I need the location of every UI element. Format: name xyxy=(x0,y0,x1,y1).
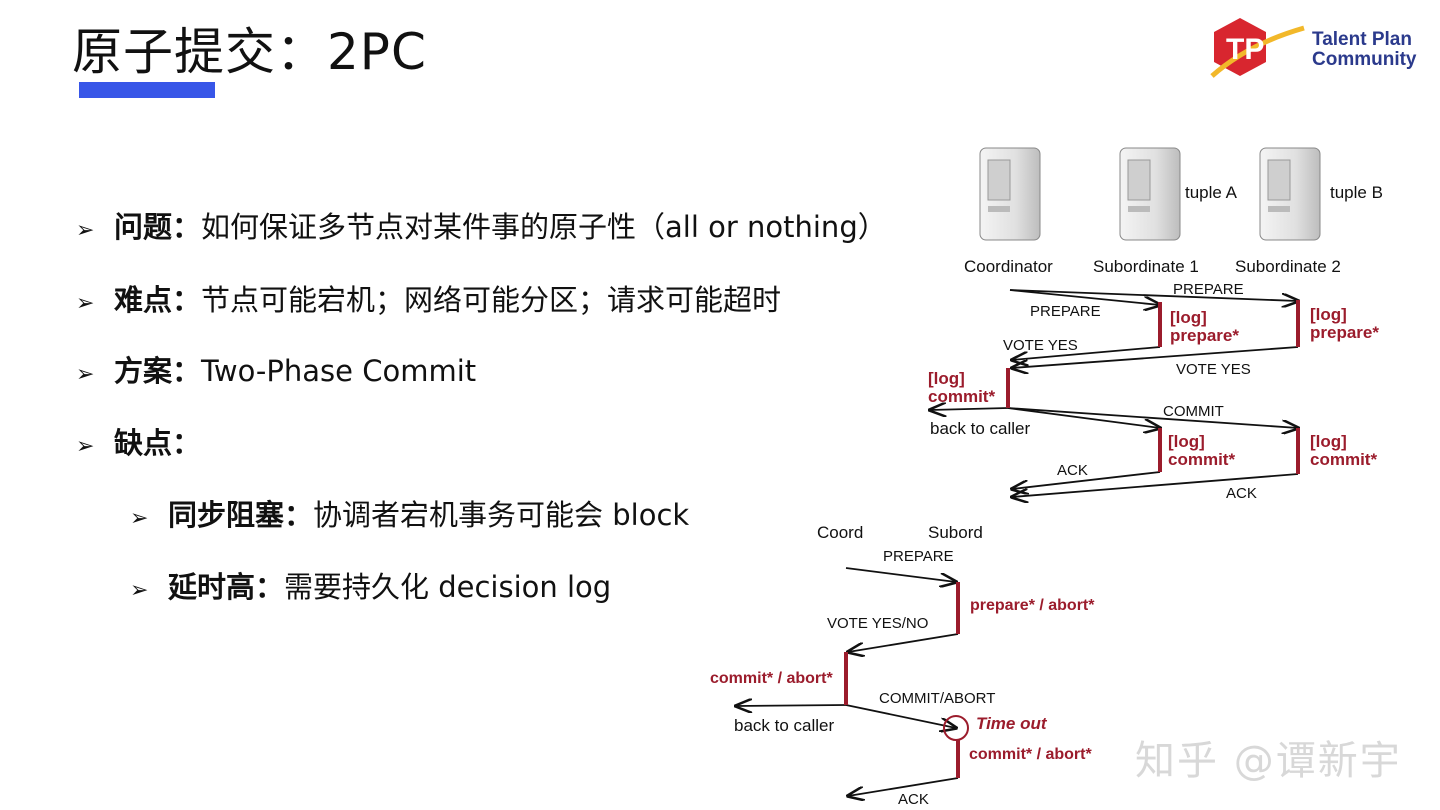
d2-vote-arrow xyxy=(848,633,959,652)
d2-timeout-label: Time out xyxy=(976,714,1048,733)
d2-back-arrow xyxy=(736,705,847,706)
bullet-problem: ➢ 问题：如何保证多节点对某件事的原子性（all or nothing） xyxy=(76,204,887,246)
bullet-arrow-icon: ➢ xyxy=(76,362,95,387)
svg-text:TP: TP xyxy=(1226,33,1264,66)
subordinate1-label: Subordinate 1 xyxy=(1093,257,1199,276)
tuple-b-label: tuple B xyxy=(1330,183,1383,202)
d2-back-to-caller-label: back to caller xyxy=(734,716,834,735)
bullet-text: 如何保证多节点对某件事的原子性（all or nothing） xyxy=(201,210,887,244)
logo-text: Talent Plan Community xyxy=(1312,30,1417,70)
ack-arrow-1 xyxy=(1012,471,1161,489)
commit-arrow-2 xyxy=(1007,407,1298,428)
ack-label-right: ACK xyxy=(1226,485,1257,502)
bullet-label: 同步阻塞： xyxy=(168,498,314,532)
subord-label: Subord xyxy=(928,523,983,542)
bullet-text: 协调者宕机事务可能会 block xyxy=(313,498,690,532)
prepare-label-right: PREPARE xyxy=(1173,281,1244,298)
bullet-label: 缺点： xyxy=(114,426,202,460)
back-to-caller-label: back to caller xyxy=(930,419,1030,438)
d2-sub-log: commit* / abort* xyxy=(969,746,1092,763)
bullet-label: 延时高： xyxy=(168,570,285,604)
subordinate1-server-icon xyxy=(1119,147,1181,241)
back-to-caller-arrow xyxy=(930,408,1009,410)
sub2-prepare-log: prepare* xyxy=(1310,323,1379,342)
prepare-arrow-1 xyxy=(1009,289,1160,305)
bullet-label: 问题： xyxy=(114,210,202,244)
d2-prepare-arrow xyxy=(845,567,956,582)
title-underline xyxy=(79,82,215,98)
coord-log-tag: [log] xyxy=(928,369,965,388)
bullet-arrow-icon: ➢ xyxy=(130,578,149,603)
bullet-arrow-icon: ➢ xyxy=(76,218,95,243)
bullet-text: 节点可能宕机；网络可能分区；请求可能超时 xyxy=(201,283,782,317)
d2-ack-arrow xyxy=(848,777,959,796)
commit-label: COMMIT xyxy=(1163,403,1224,420)
sub2-commit-log: commit* xyxy=(1310,450,1377,469)
vote-yes-label-right: VOTE YES xyxy=(1176,361,1251,378)
logo-line2: Community xyxy=(1312,49,1417,70)
sub1-log-tag-2: [log] xyxy=(1168,432,1205,451)
sub2-log-tag-2: [log] xyxy=(1310,432,1347,451)
d2-commit-abort-label: COMMIT/ABORT xyxy=(879,690,995,707)
d2-commit-arrow xyxy=(845,704,956,728)
sub2-log-tag: [log] xyxy=(1310,305,1347,324)
bullet-difficulty: ➢ 难点：节点可能宕机；网络可能分区；请求可能超时 xyxy=(76,277,781,319)
coordinator-server-icon xyxy=(979,147,1041,241)
page-title: 原子提交：2PC xyxy=(72,23,427,81)
d2-prepare-log: prepare* / abort* xyxy=(970,597,1095,614)
coord-commit-log: commit* xyxy=(928,387,995,406)
watermark: 知乎 @谭新宇 xyxy=(1135,738,1402,784)
prepare-arrow-2 xyxy=(1009,289,1298,301)
vote-arrow-2 xyxy=(1012,346,1299,368)
ack-label-left: ACK xyxy=(1057,462,1088,479)
d2-ack-label: ACK xyxy=(898,791,929,808)
ack-arrow-2 xyxy=(1012,473,1299,497)
timeout-circle-icon xyxy=(943,715,969,741)
subordinate2-label: Subordinate 2 xyxy=(1235,257,1341,276)
tuple-a-label: tuple A xyxy=(1185,183,1238,202)
bullet-solution: ➢ 方案：Two-Phase Commit xyxy=(76,348,476,390)
bullet-arrow-icon: ➢ xyxy=(130,506,149,531)
sub-bullet-latency: ➢ 延时高：需要持久化 decision log xyxy=(130,564,611,606)
talent-plan-logo: TP xyxy=(1210,18,1305,78)
coord-label: Coord xyxy=(817,523,863,542)
d2-prepare-label: PREPARE xyxy=(883,548,954,565)
bullet-text: 需要持久化 decision log xyxy=(284,570,612,604)
subordinate2-server-icon xyxy=(1259,147,1321,241)
sub1-prepare-log: prepare* xyxy=(1170,326,1239,345)
bullet-label: 难点： xyxy=(114,283,202,317)
vote-yes-label-left: VOTE YES xyxy=(1003,337,1078,354)
vote-arrow-1 xyxy=(1012,346,1161,360)
bullet-drawbacks: ➢ 缺点： xyxy=(76,420,201,462)
sub-bullet-blocking: ➢ 同步阻塞：协调者宕机事务可能会 block xyxy=(130,492,689,534)
bullet-arrow-icon: ➢ xyxy=(76,291,95,316)
logo-line1: Talent Plan xyxy=(1312,29,1412,50)
bullet-text: Two-Phase Commit xyxy=(201,354,477,388)
prepare-label-left: PREPARE xyxy=(1030,303,1101,320)
commit-arrow-1 xyxy=(1007,407,1160,428)
d2-coord-log: commit* / abort* xyxy=(710,670,833,687)
d2-vote-label: VOTE YES/NO xyxy=(827,615,928,632)
sub1-log-tag: [log] xyxy=(1170,308,1207,327)
bullet-label: 方案： xyxy=(114,354,202,388)
sub1-commit-log: commit* xyxy=(1168,450,1235,469)
coordinator-label: Coordinator xyxy=(964,257,1053,276)
bullet-arrow-icon: ➢ xyxy=(76,434,95,459)
